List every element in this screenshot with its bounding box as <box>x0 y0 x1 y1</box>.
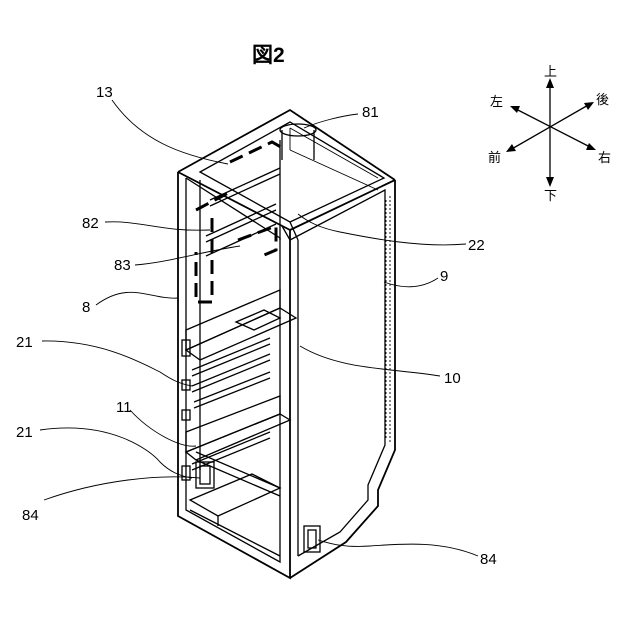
label-82: 82 <box>82 215 99 232</box>
compass-up-label: 上 <box>544 65 557 80</box>
component-84-right <box>304 526 320 552</box>
compass-down-label: 下 <box>544 189 557 204</box>
reference-labels: 13 81 82 83 8 21 11 21 84 22 9 10 84 <box>16 84 497 568</box>
figure-title: 図2 <box>252 44 285 67</box>
label-21-upper: 21 <box>16 334 33 351</box>
label-11: 11 <box>116 399 132 416</box>
compass-back-label: 後 <box>596 93 609 108</box>
label-8: 8 <box>82 299 90 316</box>
cabinet-body <box>178 110 395 578</box>
direction-compass: 上 下 左 右 前 後 <box>488 65 611 204</box>
label-84-right: 84 <box>480 551 497 568</box>
label-9: 9 <box>440 268 448 285</box>
compass-right-label: 右 <box>598 151 611 166</box>
label-83: 83 <box>114 257 131 274</box>
label-21-lower: 21 <box>16 424 33 441</box>
label-22: 22 <box>468 237 485 254</box>
label-81: 81 <box>362 104 379 121</box>
label-13: 13 <box>96 84 113 101</box>
compass-front-label: 前 <box>488 150 501 166</box>
label-84-left: 84 <box>22 507 39 524</box>
label-10: 10 <box>444 370 461 387</box>
compass-left-label: 左 <box>490 95 503 110</box>
